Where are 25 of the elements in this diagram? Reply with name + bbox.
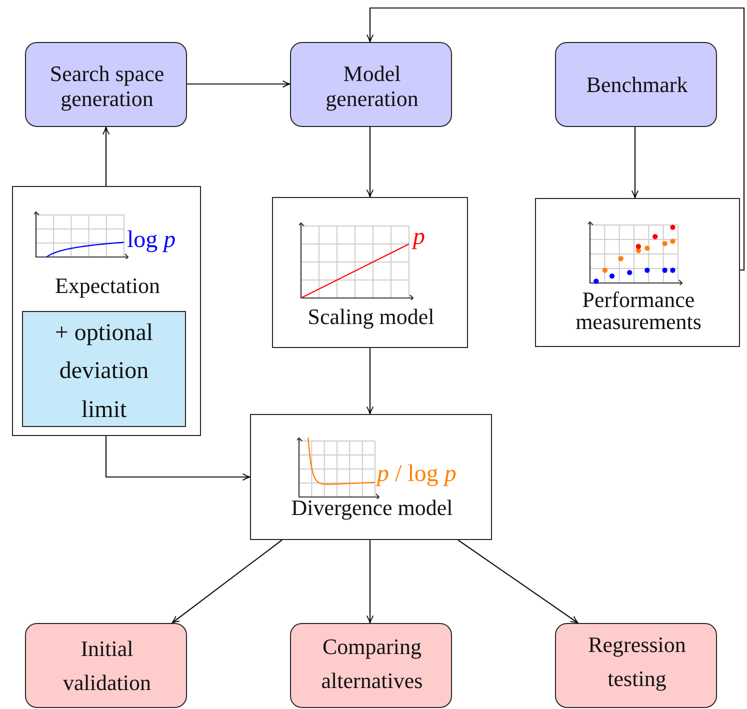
function-label: p / log p bbox=[377, 461, 458, 489]
box-label: Benchmark bbox=[585, 72, 689, 98]
chart-card bbox=[12, 186, 201, 436]
outcome-box bbox=[555, 623, 717, 708]
box-label: Search space generation bbox=[48, 61, 166, 112]
box-label: Expectation bbox=[54, 273, 162, 298]
box-label: Initial validation bbox=[62, 635, 152, 698]
note-box bbox=[22, 311, 186, 427]
box-label: Scaling model bbox=[306, 304, 436, 330]
outcome-box bbox=[25, 623, 187, 708]
chart-card bbox=[535, 198, 740, 347]
chart-card bbox=[250, 414, 492, 540]
chart-card bbox=[272, 197, 468, 348]
box-label: Comparing alternatives bbox=[320, 633, 424, 696]
box-label: Divergence model bbox=[290, 495, 454, 520]
process-box bbox=[290, 42, 452, 127]
outcome-box bbox=[290, 623, 452, 708]
box-label: + optional deviation limit bbox=[54, 319, 154, 425]
process-box bbox=[25, 42, 187, 127]
box-label: Regression testing bbox=[587, 631, 687, 694]
function-label: p bbox=[413, 224, 426, 252]
box-label: Performance measurements bbox=[574, 289, 702, 332]
process-box bbox=[555, 42, 717, 127]
box-label: Model generation bbox=[324, 61, 420, 112]
function-label: log p bbox=[127, 227, 177, 255]
